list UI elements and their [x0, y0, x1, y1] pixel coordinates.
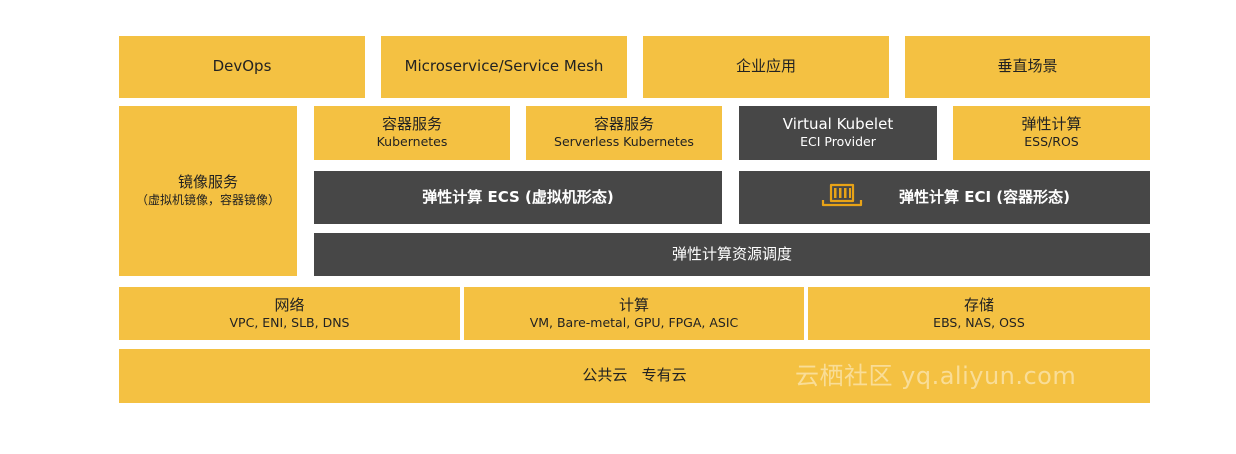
image-service-title: 镜像服务 — [177, 172, 238, 191]
network-title: 网络 — [274, 295, 305, 314]
container-service-serverless-subtitle: Serverless Kubernetes — [554, 134, 694, 150]
compute-infra-title: 计算 — [618, 295, 649, 314]
container-service-kubernetes-title: 容器服务 — [381, 115, 442, 134]
storage-title: 存储 — [963, 295, 994, 314]
enterprise-apps-label: 企业应用 — [735, 57, 796, 76]
enterprise-apps-block: 企业应用 — [643, 36, 889, 98]
virtual-kubelet-block: Virtual Kubelet ECI Provider — [739, 106, 937, 160]
resource-scheduling-label: 弹性计算资源调度 — [671, 244, 792, 263]
compute-infra-block: 计算 VM, Bare-metal, GPU, FPGA, ASIC — [464, 287, 804, 340]
microservice-label: Microservice/Service Mesh — [404, 57, 604, 76]
ecs-label: 弹性计算 ECS (虚拟机形态) — [422, 187, 614, 206]
watermark: 云栖社区 yq.aliyun.com — [795, 362, 1077, 390]
storage-block: 存储 EBS, NAS, OSS — [808, 287, 1150, 340]
eci-label: 弹性计算 ECI (容器形态) — [899, 187, 1070, 206]
elastic-ess-ros-title: 弹性计算 — [1021, 115, 1082, 134]
storage-subtitle: EBS, NAS, OSS — [933, 314, 1025, 330]
cloud-label: 公共云 专有云 — [582, 366, 687, 385]
vertical-scenarios-block: 垂直场景 — [905, 36, 1150, 98]
container-service-serverless-title: 容器服务 — [593, 115, 654, 134]
compute-infra-subtitle: VM, Bare-metal, GPU, FPGA, ASIC — [529, 314, 739, 330]
eci-block: 弹性计算 ECI (容器形态) — [739, 171, 1150, 224]
container-service-serverless-block: 容器服务 Serverless Kubernetes — [526, 106, 722, 160]
container-icon — [819, 180, 865, 214]
image-service-block: 镜像服务 （虚拟机镜像，容器镜像） — [119, 106, 297, 276]
elastic-ess-ros-block: 弹性计算 ESS/ROS — [953, 106, 1150, 160]
ecs-block: 弹性计算 ECS (虚拟机形态) — [314, 171, 722, 224]
virtual-kubelet-subtitle: ECI Provider — [800, 134, 876, 150]
vertical-scenarios-label: 垂直场景 — [997, 57, 1058, 76]
cloud-block: 公共云 专有云 — [119, 349, 1150, 403]
resource-scheduling-block: 弹性计算资源调度 — [314, 233, 1150, 276]
image-service-subtitle: （虚拟机镜像，容器镜像） — [135, 193, 280, 208]
devops-label: DevOps — [212, 57, 272, 76]
devops-block: DevOps — [119, 36, 365, 98]
virtual-kubelet-title: Virtual Kubelet — [782, 115, 894, 134]
container-service-kubernetes-block: 容器服务 Kubernetes — [314, 106, 510, 160]
microservice-block: Microservice/Service Mesh — [381, 36, 627, 98]
container-service-kubernetes-subtitle: Kubernetes — [376, 134, 448, 150]
network-subtitle: VPC, ENI, SLB, DNS — [229, 314, 350, 330]
elastic-ess-ros-subtitle: ESS/ROS — [1024, 134, 1079, 150]
network-block: 网络 VPC, ENI, SLB, DNS — [119, 287, 460, 340]
